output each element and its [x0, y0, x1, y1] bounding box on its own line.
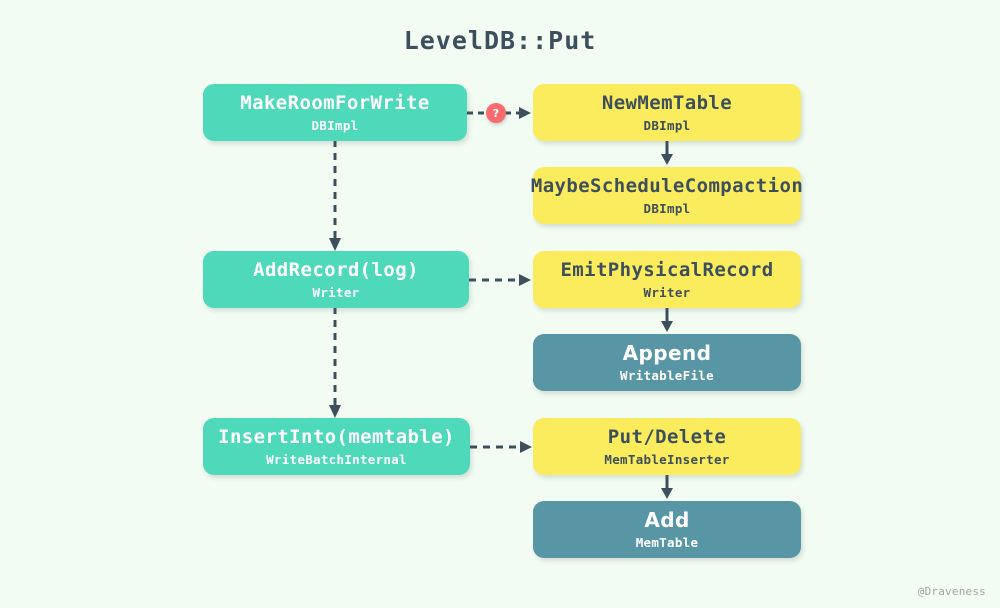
- node-title: MaybeScheduleCompaction: [530, 174, 804, 197]
- node-title: Put/Delete: [607, 425, 727, 448]
- node-subtitle: MemTableInserter: [604, 451, 730, 467]
- node-add[interactable]: Add MemTable: [533, 501, 801, 558]
- node-subtitle: Writer: [312, 284, 360, 300]
- node-add-record-log[interactable]: AddRecord(log) Writer: [203, 251, 469, 308]
- edge-addrecord-to-emitphysicalrecord: [469, 270, 533, 290]
- node-subtitle: WriteBatchInternal: [266, 451, 407, 467]
- edge-putdelete-to-add: [657, 474, 677, 500]
- node-title: NewMemTable: [601, 91, 733, 114]
- node-subtitle: Writer: [643, 284, 691, 300]
- node-title: MakeRoomForWrite: [240, 91, 430, 114]
- node-title: Append: [622, 341, 712, 366]
- watermark: @Draveness: [917, 585, 986, 598]
- node-make-room-for-write[interactable]: MakeRoomForWrite DBImpl: [203, 84, 467, 141]
- node-subtitle: DBImpl: [643, 117, 691, 133]
- node-title: AddRecord(log): [253, 258, 419, 281]
- node-subtitle: DBImpl: [311, 117, 359, 133]
- edge-emitphysicalrecord-to-append: [657, 307, 677, 333]
- edge-newmemtable-to-maybeschedulecompaction: [657, 140, 677, 166]
- edge-makeroomforwrite-to-newmemtable: [467, 103, 533, 123]
- node-append[interactable]: Append WritableFile: [533, 334, 801, 391]
- question-badge: ?: [486, 103, 506, 123]
- node-title: InsertInto(memtable): [218, 425, 455, 448]
- node-maybe-schedule-compaction[interactable]: MaybeScheduleCompaction DBImpl: [530, 167, 804, 224]
- node-subtitle: DBImpl: [643, 200, 691, 216]
- node-subtitle: WritableFile: [620, 368, 714, 384]
- node-emit-physical-record[interactable]: EmitPhysicalRecord Writer: [533, 251, 801, 308]
- edge-addrecord-to-insertinto: [325, 307, 345, 419]
- node-title: Add: [644, 508, 690, 533]
- node-title: EmitPhysicalRecord: [560, 258, 774, 281]
- node-put-delete[interactable]: Put/Delete MemTableInserter: [533, 418, 801, 475]
- node-new-mem-table[interactable]: NewMemTable DBImpl: [533, 84, 801, 141]
- edge-insertinto-to-putdelete: [470, 437, 534, 457]
- edge-makeroomforwrite-to-addrecord: [325, 140, 345, 252]
- node-subtitle: MemTable: [635, 535, 699, 551]
- node-insert-into-memtable[interactable]: InsertInto(memtable) WriteBatchInternal: [203, 418, 470, 475]
- page-title: LevelDB::Put: [403, 26, 597, 55]
